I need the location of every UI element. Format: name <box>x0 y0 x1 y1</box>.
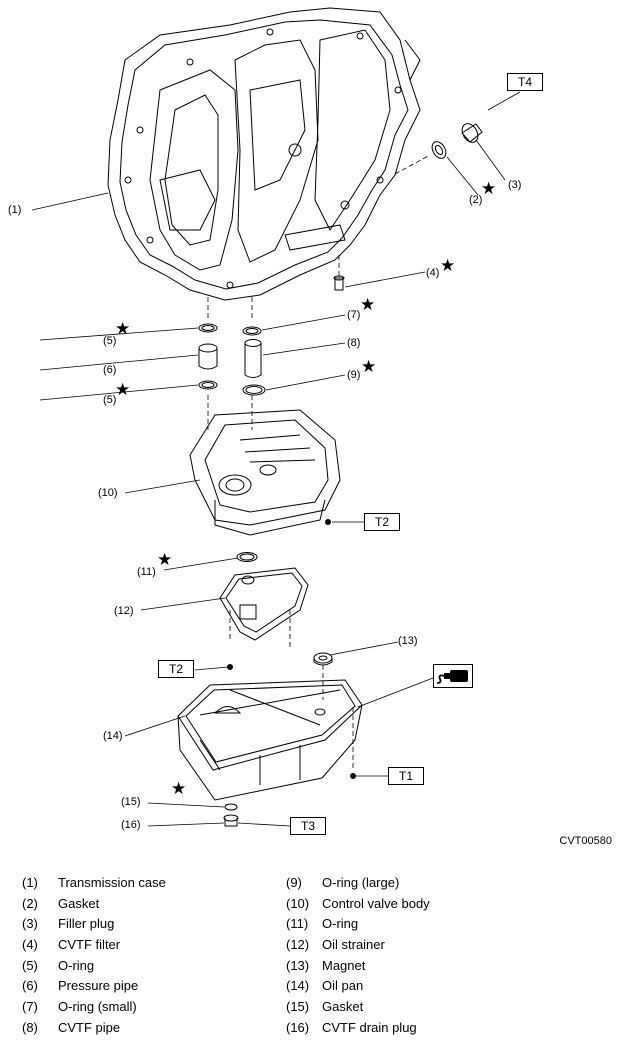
callout-6: (6) <box>103 364 117 376</box>
legend-name: Control valve body <box>322 895 430 911</box>
replace-part-star-icon: ★ <box>115 319 131 338</box>
legend-name: Filler plug <box>58 916 115 932</box>
legend-name: O-ring <box>58 957 95 973</box>
callout-7: (7) <box>347 309 361 321</box>
legend-num: (8) <box>22 1019 38 1035</box>
torque-label-t1: T1 <box>388 767 424 785</box>
legend-num: (15) <box>286 999 310 1015</box>
callout-10: (10) <box>98 487 118 499</box>
legend-name: O-ring (large) <box>322 875 400 890</box>
legend-name: Gasket <box>58 895 100 911</box>
legend-num: (13) <box>286 957 310 973</box>
legend-row: (9) O-ring (large) <box>286 873 430 894</box>
o-ring-and-pipe-drawings <box>198 323 266 396</box>
legend-num: (6) <box>22 978 38 994</box>
callout-5-upper: (5) <box>103 335 117 347</box>
leader-lines <box>31 91 521 827</box>
transmission-case-drawing <box>107 7 421 301</box>
figure-id: CVT00580 <box>559 835 612 847</box>
callout-15: (15) <box>121 796 141 808</box>
callout-3: (3) <box>508 179 522 191</box>
legend-row: (6) Pressure pipe <box>22 976 166 997</box>
legend-row: (8) CVTF pipe <box>22 1018 166 1039</box>
legend-num: (14) <box>286 978 310 994</box>
callout-5-lower: (5) <box>103 394 117 406</box>
callout-9: (9) <box>347 369 361 381</box>
legend-name: Pressure pipe <box>58 978 139 994</box>
liquid-gasket-icon <box>433 664 473 688</box>
legend-name: CVTF drain plug <box>322 1019 417 1035</box>
legend-row: (4) CVTF filter <box>22 935 166 956</box>
parts-legend-left: (1) Transmission case (2) Gasket (3) Filler… <box>22 873 166 1039</box>
legend-row: (14) Oil pan <box>286 976 430 997</box>
torque-label-t4: T4 <box>507 73 543 91</box>
legend-row: (16) CVTF drain plug <box>286 1018 430 1039</box>
legend-row: (3) Filler plug <box>22 914 166 935</box>
cvtf-filter-drawing <box>333 275 345 291</box>
replace-part-star-icon: ★ <box>115 380 131 399</box>
replace-part-star-icon: ★ <box>171 779 187 798</box>
legend-row: (12) Oil strainer <box>286 935 430 956</box>
control-valve-body-drawing <box>189 409 341 536</box>
callout-13: (13) <box>398 635 418 647</box>
legend-row: (10) Control valve body <box>286 894 430 915</box>
legend-num: (1) <box>22 875 38 890</box>
legend-num: (5) <box>22 957 38 973</box>
legend-row: (11) O-ring <box>286 914 430 935</box>
legend-num: (3) <box>22 916 38 932</box>
legend-row: (1) Transmission case <box>22 873 166 894</box>
callout-14: (14) <box>103 730 123 742</box>
legend-row: (15) Gasket <box>286 997 430 1018</box>
callout-4: (4) <box>426 267 440 279</box>
callout-11: (11) <box>137 566 156 578</box>
oil-pan-drawing <box>177 679 363 801</box>
replace-part-star-icon: ★ <box>360 295 376 314</box>
legend-name: O-ring (small) <box>58 999 137 1015</box>
callout-2: (2) <box>469 194 483 206</box>
parts-legend-right: (9) O-ring (large) (10) Control valve body… <box>286 873 430 1039</box>
callout-16: (16) <box>121 819 141 831</box>
gasket-and-filler-plug-drawing <box>431 123 483 159</box>
legend-row: (13) Magnet <box>286 956 430 977</box>
magnet-drawing <box>313 652 333 666</box>
drain-plug-drawing <box>223 803 239 827</box>
legend-row: (5) O-ring <box>22 956 166 977</box>
legend-row: (7) O-ring (small) <box>22 997 166 1018</box>
legend-num: (2) <box>22 895 38 911</box>
legend-num: (4) <box>22 937 38 953</box>
legend-name: Magnet <box>322 957 366 973</box>
replace-part-star-icon: ★ <box>361 357 377 376</box>
legend-num: (7) <box>22 999 38 1015</box>
legend-name: O-ring <box>322 916 359 932</box>
legend-num: (12) <box>286 937 310 953</box>
callout-1: (1) <box>8 204 22 216</box>
legend-name: CVTF filter <box>58 937 121 953</box>
legend-name: CVTF pipe <box>58 1019 121 1035</box>
callout-8: (8) <box>347 337 361 349</box>
legend-row: (2) Gasket <box>22 894 166 915</box>
legend-name: Gasket <box>322 999 364 1015</box>
legend-name: Transmission case <box>58 875 166 890</box>
torque-label-t2-strainer: T2 <box>158 660 194 678</box>
callout-12: (12) <box>114 605 134 617</box>
legend-name: Oil pan <box>322 978 364 994</box>
torque-label-t3: T3 <box>290 817 326 835</box>
legend-name: Oil strainer <box>322 937 385 953</box>
legend-num: (9) <box>286 875 302 890</box>
replace-part-star-icon: ★ <box>481 179 497 198</box>
parts-drawing <box>31 7 521 827</box>
legend-num: (16) <box>286 1019 310 1035</box>
legend-num: (11) <box>286 916 309 932</box>
torque-label-t2-valve-body: T2 <box>364 513 400 531</box>
replace-part-star-icon: ★ <box>440 256 456 275</box>
replace-part-star-icon: ★ <box>157 550 173 569</box>
legend-num: (10) <box>286 895 310 911</box>
oil-strainer-drawing <box>219 552 309 670</box>
